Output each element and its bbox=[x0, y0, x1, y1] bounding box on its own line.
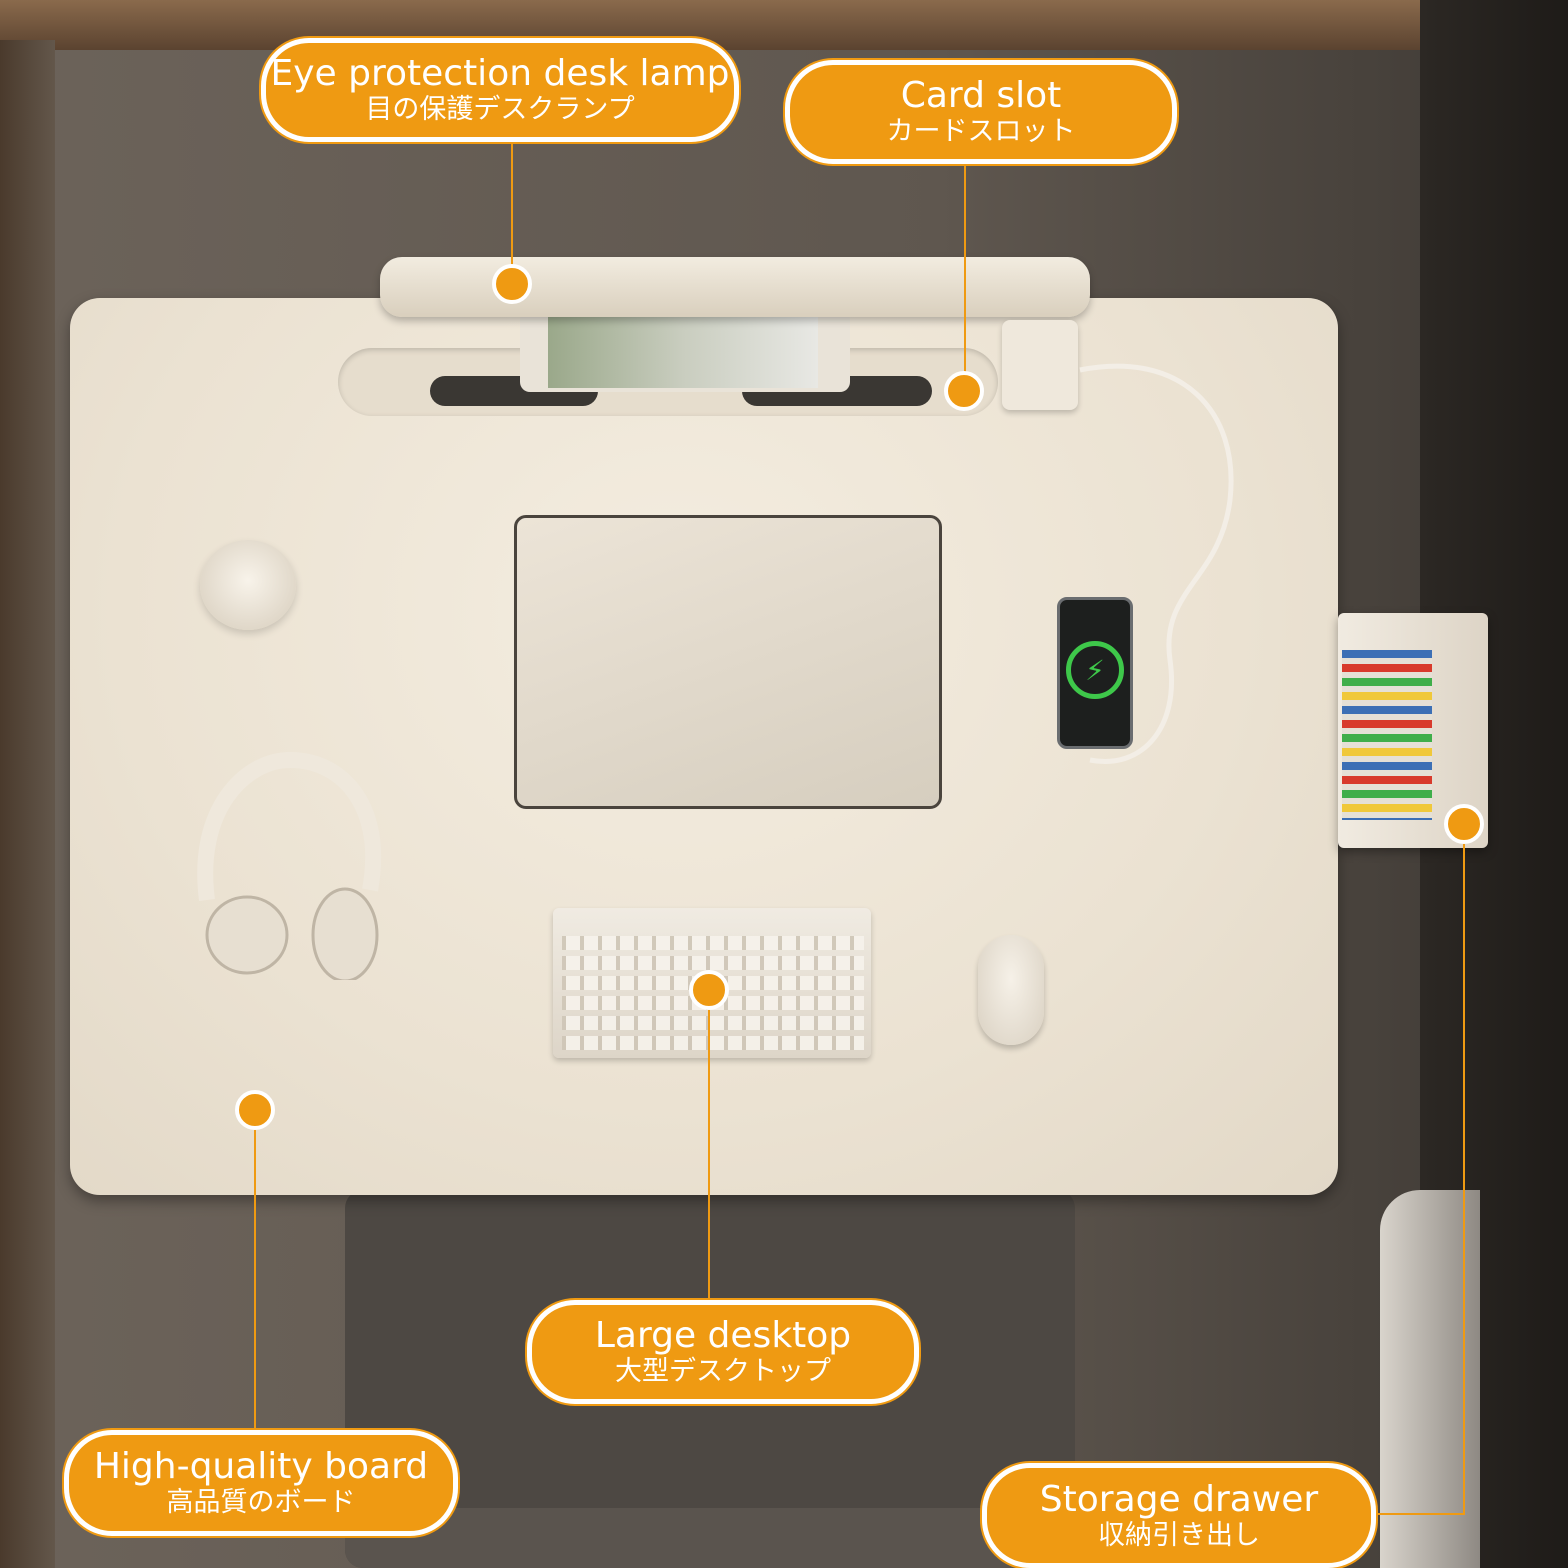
cabinet-top bbox=[0, 0, 1568, 50]
callout-title: Card slot bbox=[900, 75, 1062, 116]
mouse bbox=[978, 935, 1044, 1045]
callout-title: Storage drawer bbox=[1039, 1478, 1319, 1520]
chair-arm bbox=[1380, 1190, 1480, 1568]
tablet-screen bbox=[548, 314, 818, 388]
lamp-leader-line bbox=[511, 140, 513, 280]
callout-large-desktop: Large desktop 大型デスクトップ bbox=[527, 1300, 919, 1404]
drawer-pens bbox=[1342, 650, 1432, 820]
desktop-leader-line bbox=[708, 990, 710, 1302]
board-marker-dot bbox=[235, 1090, 275, 1130]
callout-subtitle: 大型デスクトップ bbox=[615, 1356, 831, 1387]
card-leader-line bbox=[964, 162, 966, 390]
desktop-marker-dot bbox=[689, 970, 729, 1010]
callout-subtitle: 目の保護デスクランプ bbox=[365, 94, 635, 125]
lamp-base bbox=[1002, 320, 1078, 410]
callout-high-quality-board: High-quality board 高品質のボード bbox=[64, 1430, 458, 1536]
lamp-marker-dot bbox=[492, 264, 532, 304]
cup bbox=[200, 540, 296, 630]
drawer-leader-line-horizontal bbox=[1372, 1513, 1465, 1515]
drawer-leader-line-vertical bbox=[1463, 825, 1465, 1515]
callout-card-slot: Card slot カードスロット bbox=[785, 60, 1177, 164]
headphones bbox=[197, 751, 382, 980]
callout-title: Eye protection desk lamp bbox=[270, 53, 730, 94]
card-marker-dot bbox=[944, 371, 984, 411]
callout-title: High-quality board bbox=[93, 1446, 429, 1487]
callout-subtitle: 収納引き出し bbox=[1098, 1519, 1260, 1551]
callout-subtitle: カードスロット bbox=[886, 116, 1076, 147]
laptop bbox=[514, 515, 942, 809]
drawer-marker-dot bbox=[1444, 804, 1484, 844]
charging-ring bbox=[1066, 641, 1124, 699]
charging-cable bbox=[1079, 363, 1234, 764]
callout-storage-drawer: Storage drawer 収納引き出し bbox=[982, 1463, 1376, 1568]
board-leader-line bbox=[254, 1110, 256, 1432]
callout-title: Large desktop bbox=[594, 1315, 852, 1356]
callout-eye-protection-lamp: Eye protection desk lamp 目の保護デスクランプ bbox=[261, 38, 739, 142]
lightning-bolt-icon: ⚡ bbox=[1085, 654, 1105, 687]
callout-subtitle: 高品質のボード bbox=[166, 1487, 356, 1518]
left-post bbox=[0, 40, 55, 1568]
lamp-bar bbox=[380, 257, 1090, 317]
